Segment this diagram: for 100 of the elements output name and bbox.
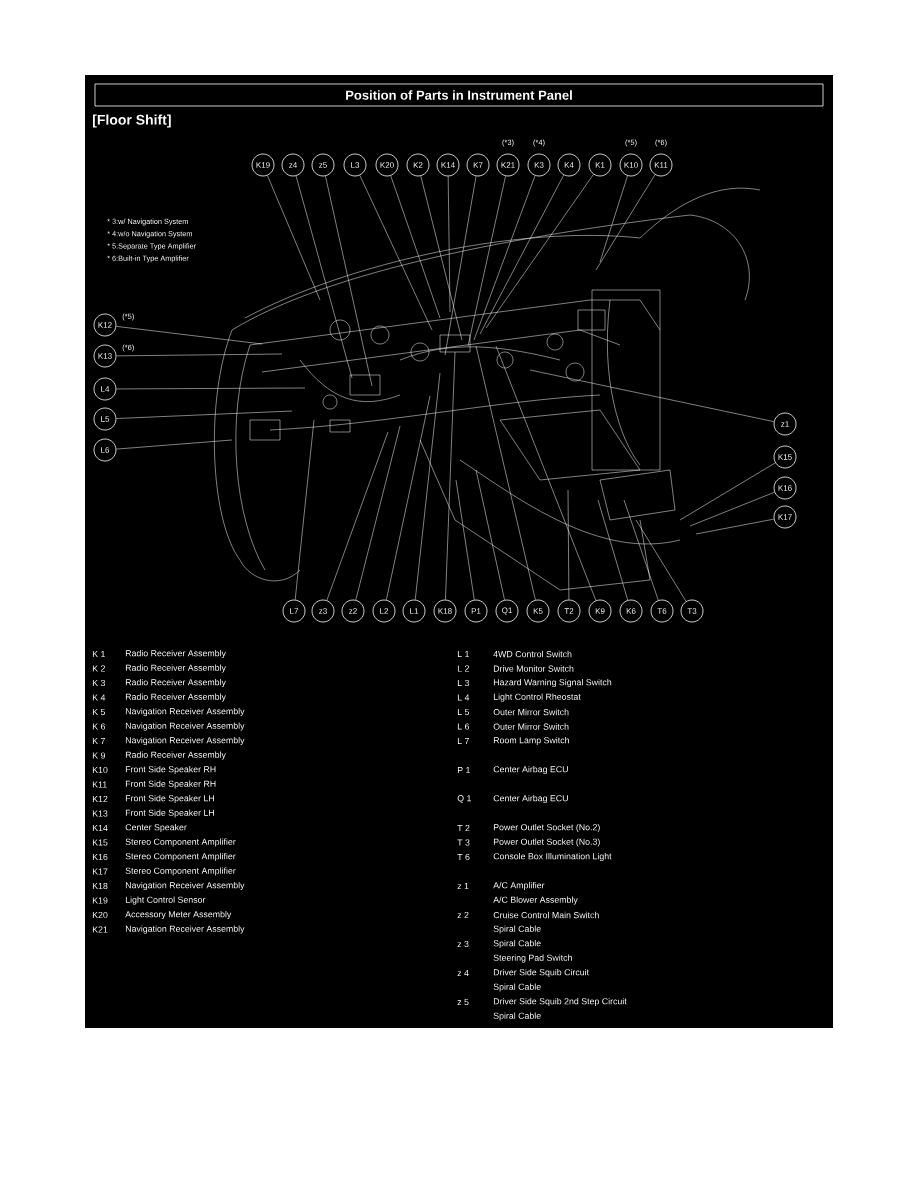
part-code: Q 1 — [457, 795, 471, 803]
part-code: K19 — [92, 897, 108, 904]
part-name: Hazard Warning Signal Switch — [493, 678, 612, 688]
leader-line — [595, 174, 656, 271]
part-code: L 2 — [457, 665, 469, 672]
callout-bubble: P1 — [464, 599, 488, 623]
callout-bubble: K11 — [649, 153, 673, 177]
leader-line — [529, 369, 775, 422]
leader-line — [294, 419, 315, 600]
callout-bubble: K2 — [406, 153, 430, 177]
part-name: Front Side Speaker RH — [125, 780, 216, 789]
part-name: Driver Side Squib Circuit — [493, 968, 589, 978]
callout-bubble: K6 — [619, 599, 643, 623]
part-code: K10 — [92, 766, 108, 774]
part-name: Radio Receiver Assembly — [125, 664, 226, 673]
part-code: K 2 — [92, 665, 105, 672]
part-name: Driver Side Squib 2nd Step Circuit — [493, 997, 627, 1007]
callout-bubble: K12 — [93, 313, 117, 337]
part-name: Navigation Receiver Assembly — [125, 736, 245, 746]
part-name: Steering Pad Switch — [493, 954, 572, 963]
part-code: K20 — [92, 911, 108, 919]
callout-bubble: K1 — [588, 153, 612, 177]
callout-bubble: T6 — [650, 599, 674, 623]
part-name: Drive Monitor Switch — [493, 665, 574, 672]
callout-bubble: K14 — [436, 153, 460, 177]
part-code: K11 — [92, 781, 107, 788]
part-name: Room Lamp Switch — [493, 736, 569, 746]
leader-line — [295, 175, 353, 379]
part-code: z 2 — [457, 911, 469, 919]
callout-bubble: L5 — [93, 407, 117, 431]
part-code: K13 — [92, 810, 108, 817]
part-name: Front Side Speaker RH — [125, 765, 216, 775]
part-code: K12 — [92, 795, 108, 803]
leader-line — [444, 176, 477, 356]
callout-bubble: K3 — [527, 153, 551, 177]
callout-bubble: L3 — [343, 153, 367, 177]
callout-bubble: K18 — [433, 599, 457, 623]
leader-line — [485, 174, 594, 329]
leader-line — [479, 174, 564, 335]
part-name: Navigation Receiver Assembly — [125, 707, 245, 717]
part-code: T 3 — [457, 839, 470, 846]
callout-bubble: L1 — [402, 599, 426, 623]
callout-bubble: K5 — [526, 599, 550, 623]
part-name: Outer Mirror Switch — [493, 708, 569, 716]
leader-line — [325, 175, 373, 387]
leader-line — [390, 175, 441, 319]
callout-bubble: K16 — [773, 476, 797, 500]
leader-line — [689, 492, 775, 527]
callout-bubble: K19 — [251, 153, 275, 177]
part-name: Spiral Cable — [493, 1012, 541, 1021]
callout-bubble: z4 — [281, 153, 305, 177]
leader-line — [635, 519, 687, 602]
part-name: Spiral Cable — [493, 925, 541, 934]
callout-bubble: K7 — [466, 153, 490, 177]
leader-line — [597, 499, 628, 601]
part-name: Console Box Illumination Light — [493, 852, 612, 862]
callout-bubble: K13 — [93, 344, 117, 368]
leader-line — [326, 431, 389, 601]
part-code: K17 — [92, 868, 108, 875]
leader-line — [116, 439, 233, 450]
part-name: A/C Amplifier — [493, 881, 545, 891]
part-name: Light Control Rheostat — [493, 693, 581, 702]
part-code: K 9 — [92, 752, 105, 759]
leader-line — [445, 351, 456, 600]
callout-bubble: L4 — [93, 377, 117, 401]
callout-bubble: K17 — [773, 505, 797, 529]
leader-line — [475, 469, 505, 601]
part-code: L 4 — [457, 694, 470, 701]
part-name: Stereo Component Amplifier — [125, 852, 236, 862]
part-name: Navigation Receiver Assembly — [125, 722, 245, 731]
part-name: Outer Mirror Switch — [493, 723, 569, 730]
part-name: Center Speaker — [125, 823, 187, 833]
callout-bubble: L6 — [93, 438, 117, 462]
part-name: Accessory Meter Assembly — [125, 910, 232, 920]
part-name: Radio Receiver Assembly — [125, 751, 226, 760]
part-name: Cruise Control Main Switch — [493, 911, 599, 919]
part-name: Stereo Component Amplifier — [125, 867, 236, 876]
callout-bubble: T2 — [557, 599, 581, 623]
part-code: L 1 — [457, 651, 469, 658]
part-name: Navigation Receiver Assembly — [125, 925, 245, 934]
leader-line — [359, 175, 433, 331]
callout-bubble: Q1 — [495, 599, 519, 623]
leader-line — [475, 345, 536, 601]
part-code: K 7 — [92, 738, 105, 745]
leader-line — [415, 372, 441, 600]
leader-line — [447, 176, 451, 313]
part-code: z 4 — [457, 970, 469, 977]
leader-line — [116, 387, 306, 390]
callout-bubble: L2 — [372, 599, 396, 623]
leader-line — [495, 345, 597, 601]
part-code: P 1 — [457, 767, 470, 774]
part-code: K16 — [92, 853, 108, 861]
part-code: K 3 — [92, 679, 105, 687]
part-name: Navigation Receiver Assembly — [125, 881, 245, 891]
part-name: Power Outlet Socket (No.2) — [493, 823, 600, 833]
part-name: Center Airbag ECU — [493, 794, 568, 804]
part-code: K14 — [92, 825, 108, 832]
part-code: K15 — [92, 839, 108, 846]
part-code: K 6 — [92, 723, 105, 730]
leader-line — [420, 175, 463, 341]
